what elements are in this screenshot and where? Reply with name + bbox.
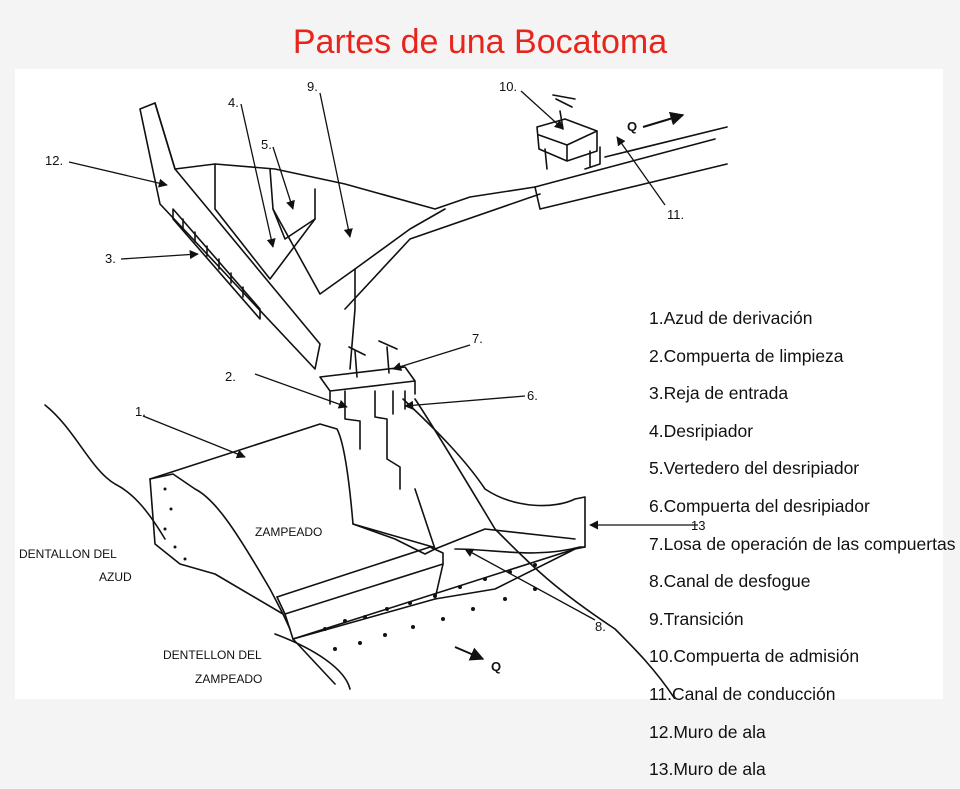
legend-item: 9.Transición: [649, 608, 744, 629]
legend-item: 11.Canal de conducción: [649, 683, 836, 704]
legend-item: 8.Canal de desfogue: [649, 571, 811, 592]
transition: [354, 208, 446, 270]
gate-stems: [348, 340, 398, 378]
flushing-canal: [402, 398, 586, 554]
label-dentellon-zampeado-line2: ZAMPEADO: [195, 672, 262, 686]
label-zampeado: ZAMPEADO: [255, 525, 322, 539]
slide-title: Partes de una Bocatoma: [292, 23, 668, 61]
callout-5: 5.: [261, 137, 272, 152]
legend-item: 4.Desripiador: [649, 420, 754, 441]
callout-2: 2.: [225, 369, 236, 384]
callout-13: 13: [691, 518, 705, 533]
label-dentellon-azud-line1: DENTALLON DEL: [19, 547, 117, 561]
conveyance-canal: [534, 138, 728, 210]
callout-9: 9.: [307, 79, 318, 94]
flow-arrow-canal: [642, 111, 685, 128]
river-bank-left: [44, 404, 166, 540]
callout-6: 6.: [527, 388, 538, 403]
callout-7: 7.: [472, 331, 483, 346]
legend-item: 7.Losa de operación de las compuertas: [649, 533, 956, 554]
legend-item: 10.Compuerta de admisión: [649, 646, 860, 667]
legend-item: 13.Muro de ala: [649, 759, 766, 780]
parts-legend: 1.Azud de derivación 2.Compuerta de limp…: [649, 300, 955, 789]
intake-drawing: Q Q 1. 2. 3. 4. 5. 6. 7. 8. 9. 10. 11.: [19, 79, 728, 699]
label-dentellon-azud-line2: AZUD: [99, 570, 132, 584]
callout-3: 3.: [105, 251, 116, 266]
legend-item: 3.Reja de entrada: [649, 383, 789, 404]
flow-arrow-river: [454, 646, 485, 661]
flow-label-canal: Q: [627, 119, 637, 134]
callout-11: 11.: [667, 207, 684, 222]
callout-leaders: [68, 90, 698, 621]
callout-8: 8.: [595, 619, 606, 634]
callout-1: 1.: [135, 404, 146, 419]
label-dentellon-zampeado-line1: DENTELLON DEL: [163, 648, 262, 662]
river-bank-right: [414, 398, 676, 699]
legend-item: 12.Muro de ala: [649, 721, 766, 742]
admission-gate: [536, 118, 598, 162]
desanding-chamber: [174, 163, 536, 210]
callout-4: 4.: [228, 95, 239, 110]
riprap-texture: [163, 487, 537, 651]
intake-diagram: Q Q 1. 2. 3. 4. 5. 6. 7. 8. 9. 10. 11.: [15, 69, 955, 779]
flow-label-river: Q: [491, 659, 501, 674]
apron-wall: [276, 546, 444, 615]
legend-item: 2.Compuerta de limpieza: [649, 345, 844, 366]
callout-10: 10.: [499, 79, 517, 94]
legend-item: 5.Vertedero del desripiador: [649, 458, 860, 479]
legend-item: 6.Compuerta del desripiador: [649, 495, 870, 516]
river-bank-lower: [274, 633, 351, 690]
gate-slab: [319, 366, 416, 405]
legend-item: 1.Azud de derivación: [649, 308, 813, 328]
callout-12: 12.: [45, 153, 63, 168]
